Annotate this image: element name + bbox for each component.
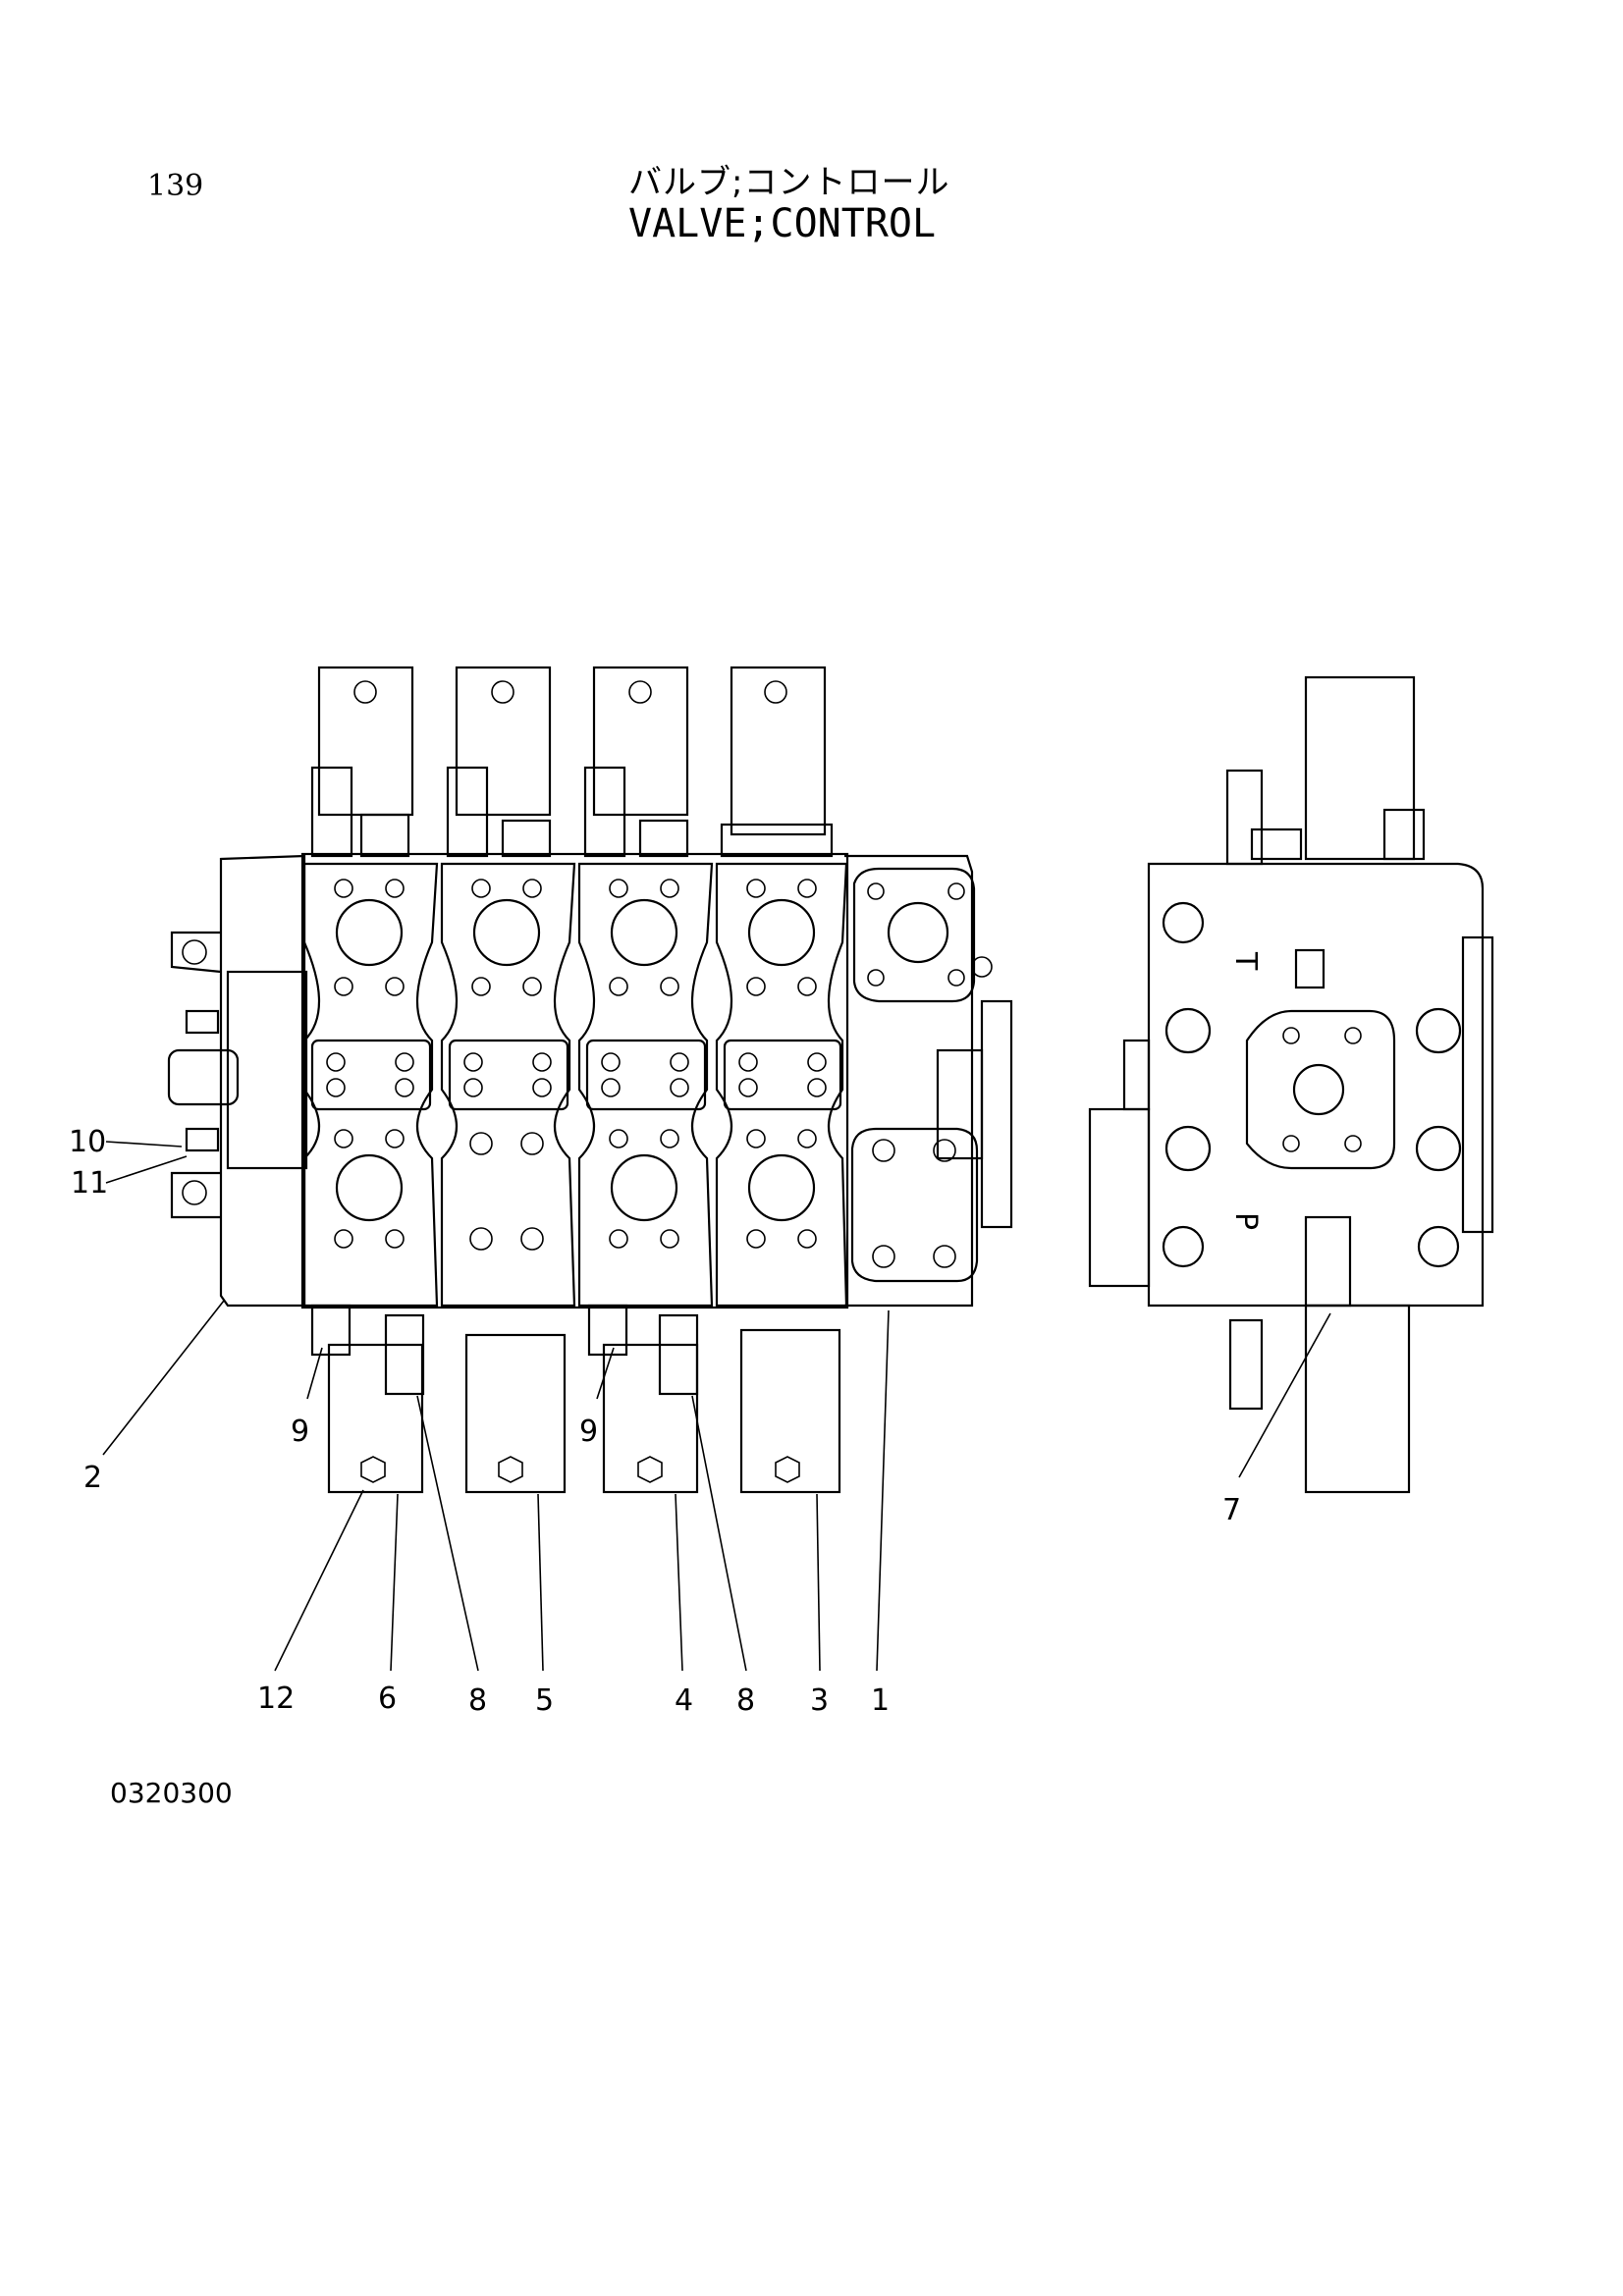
callout-8b: 8 [736,1683,755,1718]
callout-7: 7 [1222,1493,1241,1527]
leader-8b [691,1395,747,1672]
leader-lines [102,1141,1331,1672]
callout-3: 3 [810,1683,829,1718]
callout-6: 6 [378,1682,397,1716]
spool-sections [302,862,848,1308]
leader-7 [1238,1312,1331,1478]
title-japanese: バルブ;コントロール [628,163,950,202]
callout-12: 12 [257,1682,295,1716]
document-code: 0320300 [110,1777,233,1809]
leader-10 [105,1141,183,1148]
callout-2: 2 [83,1461,102,1495]
left-end-section [167,931,308,1219]
leader-11 [105,1155,188,1184]
page-number: 139 [147,169,204,203]
leader-9a [306,1347,323,1400]
port-mark-p: P [1228,1212,1263,1230]
leader-1 [876,1309,890,1672]
callout-9b: 9 [579,1415,598,1449]
callout-1: 1 [871,1683,890,1718]
bottom-caps [310,1304,841,1494]
front-view [167,666,1013,1494]
callout-4: 4 [675,1683,693,1718]
port-mark-t: T [1228,951,1263,971]
leader-9b [596,1347,615,1400]
leader-6 [390,1493,399,1672]
callout-9a: 9 [291,1415,309,1449]
leader-4 [675,1493,683,1672]
top-caps [310,666,834,858]
leader-3 [816,1493,821,1672]
leader-2 [102,1300,225,1456]
callout-labels: 10 11 2 9 9 12 6 8 5 4 8 3 1 7 [69,1125,1241,1718]
callout-11: 11 [71,1166,108,1201]
leader-5 [537,1493,544,1672]
side-view: T P [1088,675,1494,1494]
leader-12 [274,1489,364,1672]
right-end-section [850,867,1013,1283]
callout-8a: 8 [468,1683,487,1718]
leader-8a [416,1395,479,1672]
title-english: VALVE;CONTROL [628,201,937,246]
callout-10: 10 [69,1125,106,1159]
callout-5: 5 [535,1683,554,1718]
